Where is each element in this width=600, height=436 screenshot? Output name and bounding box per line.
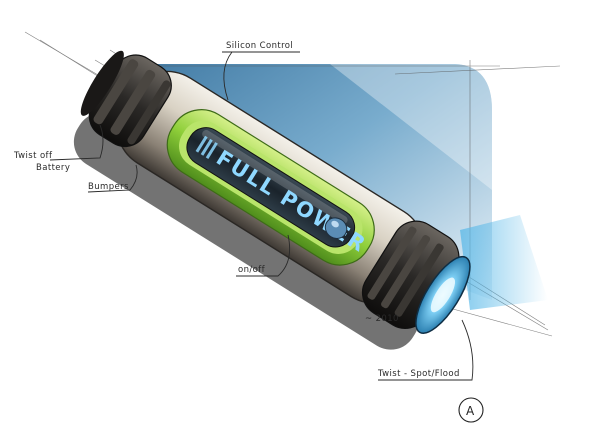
on-off-label: on/off	[238, 265, 266, 275]
variant-badge: A	[458, 397, 484, 423]
spot-flood-label: Twist - Spot/Flood	[377, 369, 460, 379]
bumpers-leader	[87, 164, 138, 193]
twist-off-label-line2: Battery	[36, 163, 70, 173]
silicon-control-leader	[223, 51, 233, 101]
bumpers-label: Bumpers	[88, 182, 129, 192]
display-screen	[186, 127, 356, 248]
flashlight: FULL POWER	[73, 50, 484, 350]
rear-cap	[80, 50, 172, 148]
light-beam	[460, 215, 548, 310]
twist-off-leader	[49, 124, 104, 161]
signature: ~ 2010	[365, 314, 399, 324]
variant-letter: A	[466, 404, 475, 418]
spot-flood-leader	[378, 319, 474, 381]
front-head[interactable]	[353, 212, 484, 347]
backdrop-highlight	[330, 64, 492, 190]
silicon-control-label: Silicon Control	[226, 41, 293, 51]
lens-core	[430, 277, 456, 313]
battery-level-bars	[195, 135, 218, 159]
on-off-leader	[236, 234, 291, 277]
callout-lines	[49, 51, 474, 381]
on-off-button[interactable]	[321, 214, 350, 243]
display-glare	[202, 130, 348, 224]
twist-off-label-line1: Twist off	[13, 151, 53, 161]
